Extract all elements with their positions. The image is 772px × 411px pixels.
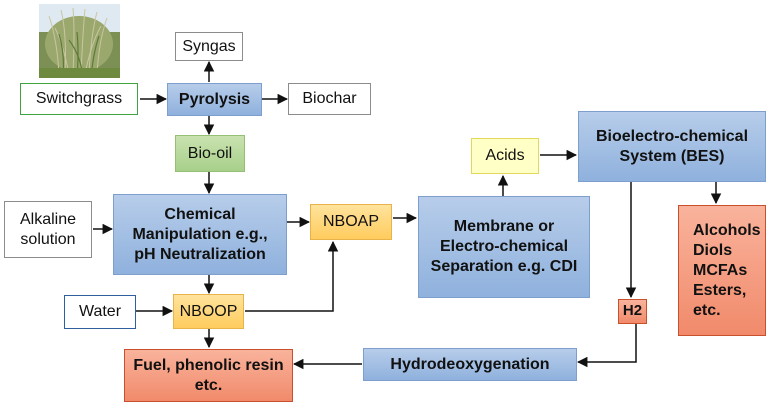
membrane-separation-label: Membrane or Electro-chemical Separation … <box>430 218 578 275</box>
h2-label: H2 <box>622 302 643 320</box>
nboap-label: NBOAP <box>322 213 379 230</box>
arrow-nboop-nboap <box>245 240 339 312</box>
products-label: Alcohols Diols MCFAs Esters, etc. <box>693 221 761 319</box>
switchgrass-box: Switchgrass <box>20 83 138 115</box>
arrow-h2-hdo <box>576 324 637 368</box>
biochar-box: Biochar <box>288 83 371 115</box>
pyrolysis-label: Pyrolysis <box>178 90 251 108</box>
acids-box: Acids <box>471 138 539 174</box>
water-box: Water <box>64 295 136 329</box>
nboop-label: NBOOP <box>179 302 238 320</box>
acids-label: Acids <box>485 147 525 164</box>
chemical-manipulation-label: Chemical Manipulation e.g., pH Neutraliz… <box>132 205 268 263</box>
bes-label: Bioelectro-chemical System (BES) <box>595 127 749 165</box>
biooil-label: Bio-oil <box>187 144 233 162</box>
water-label: Water <box>78 303 122 320</box>
alkaline-label: Alkaline solution <box>19 210 77 248</box>
bes-box: Bioelectro-chemical System (BES) <box>578 111 766 182</box>
biooil-box: Bio-oil <box>175 135 245 172</box>
fuel-box: Fuel, phenolic resin etc. <box>124 349 293 402</box>
biochar-label: Biochar <box>302 90 357 107</box>
switchgrass-photo <box>39 4 120 78</box>
products-box: Alcohols Diols MCFAs Esters, etc. <box>678 205 766 336</box>
h2-box: H2 <box>618 299 647 324</box>
switchgrass-label: Switchgrass <box>35 90 123 107</box>
nboop-box: NBOOP <box>173 294 244 329</box>
pyrolysis-box: Pyrolysis <box>167 83 262 116</box>
chemical-manipulation-box: Chemical Manipulation e.g., pH Neutraliz… <box>113 194 287 275</box>
nboap-box: NBOAP <box>310 204 392 240</box>
syngas-label: Syngas <box>182 37 236 55</box>
hydrodeoxygenation-label: Hydrodeoxygenation <box>390 355 550 373</box>
alkaline-box: Alkaline solution <box>4 201 92 258</box>
membrane-separation-box: Membrane or Electro-chemical Separation … <box>418 196 590 298</box>
hydrodeoxygenation-box: Hydrodeoxygenation <box>363 348 577 381</box>
syngas-box: Syngas <box>175 32 243 61</box>
fuel-label: Fuel, phenolic resin etc. <box>133 356 284 394</box>
